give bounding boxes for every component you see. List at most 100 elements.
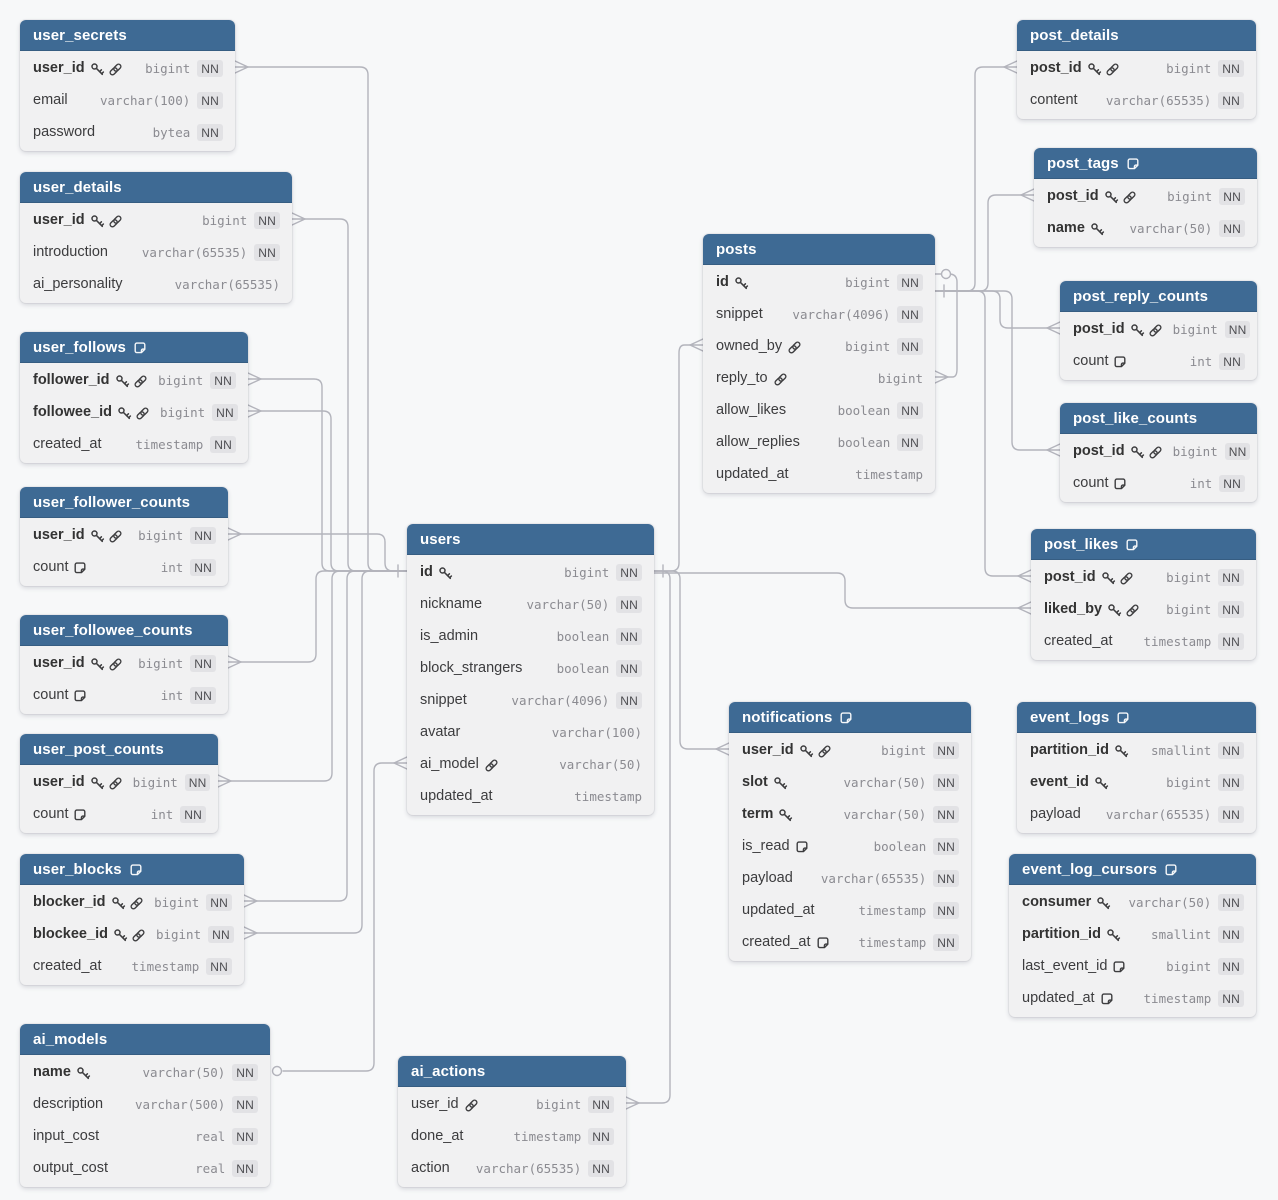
table-post_likes[interactable]: post_likes post_id bigint NN liked_by bi… <box>1031 529 1256 660</box>
table-header[interactable]: post_likes <box>1031 529 1256 560</box>
column-row-post_likes-created_at[interactable]: created_at timestamp NN <box>1031 625 1256 657</box>
column-row-event_logs-partition_id[interactable]: partition_id smallint NN <box>1017 734 1256 766</box>
table-header[interactable]: ai_models <box>20 1024 270 1055</box>
column-row-users-block_strangers[interactable]: block_strangers boolean NN <box>407 652 654 684</box>
table-header[interactable]: user_post_counts <box>20 734 218 765</box>
table-post_details[interactable]: post_details post_id bigint NN content v… <box>1017 20 1256 119</box>
column-row-ai_actions-done_at[interactable]: done_at timestamp NN <box>398 1120 626 1152</box>
table-user_post_counts[interactable]: user_post_counts user_id bigint NN count… <box>20 734 218 833</box>
column-row-event_logs-event_id[interactable]: event_id bigint NN <box>1017 766 1256 798</box>
column-row-user_post_counts-user_id[interactable]: user_id bigint NN <box>20 766 218 798</box>
column-row-event_log_cursors-partition_id[interactable]: partition_id smallint NN <box>1009 918 1256 950</box>
column-row-user_secrets-email[interactable]: email varchar(100) NN <box>20 84 235 116</box>
table-header[interactable]: post_like_counts <box>1060 403 1257 434</box>
table-notifications[interactable]: notifications user_id bigint NN slot var… <box>729 702 971 961</box>
column-row-post_details-content[interactable]: content varchar(65535) NN <box>1017 84 1256 116</box>
table-header[interactable]: user_blocks <box>20 854 244 885</box>
column-row-post_details-post_id[interactable]: post_id bigint NN <box>1017 52 1256 84</box>
column-row-user_details-ai_personality[interactable]: ai_personality varchar(65535) <box>20 268 292 300</box>
table-header[interactable]: event_logs <box>1017 702 1256 733</box>
column-row-user_secrets-password[interactable]: password bytea NN <box>20 116 235 148</box>
table-header[interactable]: ai_actions <box>398 1056 626 1087</box>
column-row-user_blocks-blockee_id[interactable]: blockee_id bigint NN <box>20 918 244 950</box>
column-row-user_blocks-created_at[interactable]: created_at timestamp NN <box>20 950 244 982</box>
table-user_follows[interactable]: user_follows follower_id bigint NN follo… <box>20 332 248 463</box>
column-row-notifications-created_at[interactable]: created_at timestamp NN <box>729 926 971 958</box>
table-post_tags[interactable]: post_tags post_id bigint NN name varchar… <box>1034 148 1257 247</box>
column-row-event_log_cursors-updated_at[interactable]: updated_at timestamp NN <box>1009 982 1256 1014</box>
column-row-users-nickname[interactable]: nickname varchar(50) NN <box>407 588 654 620</box>
table-header[interactable]: post_reply_counts <box>1060 281 1257 312</box>
table-header[interactable]: user_secrets <box>20 20 235 51</box>
table-header[interactable]: post_tags <box>1034 148 1257 179</box>
column-row-users-snippet[interactable]: snippet varchar(4096) NN <box>407 684 654 716</box>
column-row-user_secrets-user_id[interactable]: user_id bigint NN <box>20 52 235 84</box>
column-row-ai_actions-user_id[interactable]: user_id bigint NN <box>398 1088 626 1120</box>
column-row-event_log_cursors-consumer[interactable]: consumer varchar(50) NN <box>1009 886 1256 918</box>
column-row-post_like_counts-post_id[interactable]: post_id bigint NN <box>1060 435 1257 467</box>
table-user_secrets[interactable]: user_secrets user_id bigint NN email var… <box>20 20 235 151</box>
table-user_details[interactable]: user_details user_id bigint NN introduct… <box>20 172 292 303</box>
column-row-user_details-user_id[interactable]: user_id bigint NN <box>20 204 292 236</box>
column-row-notifications-updated_at[interactable]: updated_at timestamp NN <box>729 894 971 926</box>
table-header[interactable]: user_follows <box>20 332 248 363</box>
column-row-post_likes-liked_by[interactable]: liked_by bigint NN <box>1031 593 1256 625</box>
column-row-post_tags-post_id[interactable]: post_id bigint NN <box>1034 180 1257 212</box>
column-row-posts-allow_replies[interactable]: allow_replies boolean NN <box>703 426 935 458</box>
column-row-post_like_counts-count[interactable]: count int NN <box>1060 467 1257 499</box>
table-header[interactable]: notifications <box>729 702 971 733</box>
table-user_blocks[interactable]: user_blocks blocker_id bigint NN blockee… <box>20 854 244 985</box>
column-row-ai_models-input_cost[interactable]: input_cost real NN <box>20 1120 270 1152</box>
column-row-event_log_cursors-last_event_id[interactable]: last_event_id bigint NN <box>1009 950 1256 982</box>
column-row-notifications-is_read[interactable]: is_read boolean NN <box>729 830 971 862</box>
table-header[interactable]: users <box>407 524 654 555</box>
column-row-post_reply_counts-count[interactable]: count int NN <box>1060 345 1257 377</box>
column-row-notifications-slot[interactable]: slot varchar(50) NN <box>729 766 971 798</box>
column-row-user_follower_counts-count[interactable]: count int NN <box>20 551 228 583</box>
table-header[interactable]: user_details <box>20 172 292 203</box>
column-row-post_likes-post_id[interactable]: post_id bigint NN <box>1031 561 1256 593</box>
column-row-users-updated_at[interactable]: updated_at timestamp <box>407 780 654 812</box>
column-row-ai_models-output_cost[interactable]: output_cost real NN <box>20 1152 270 1184</box>
column-row-notifications-term[interactable]: term varchar(50) NN <box>729 798 971 830</box>
column-row-post_tags-name[interactable]: name varchar(50) NN <box>1034 212 1257 244</box>
column-row-post_reply_counts-post_id[interactable]: post_id bigint NN <box>1060 313 1257 345</box>
column-row-user_post_counts-count[interactable]: count int NN <box>20 798 218 830</box>
column-row-users-ai_model[interactable]: ai_model varchar(50) <box>407 748 654 780</box>
column-row-users-avatar[interactable]: avatar varchar(100) <box>407 716 654 748</box>
table-event_log_cursors[interactable]: event_log_cursors consumer varchar(50) N… <box>1009 854 1256 1017</box>
table-posts[interactable]: posts id bigint NN snippet varchar(4096)… <box>703 234 935 493</box>
column-row-user_followee_counts-count[interactable]: count int NN <box>20 679 228 711</box>
table-ai_actions[interactable]: ai_actions user_id bigint NN done_at tim… <box>398 1056 626 1187</box>
column-row-user_follows-followee_id[interactable]: followee_id bigint NN <box>20 396 248 428</box>
column-row-posts-owned_by[interactable]: owned_by bigint NN <box>703 330 935 362</box>
column-row-user_follows-created_at[interactable]: created_at timestamp NN <box>20 428 248 460</box>
column-row-posts-reply_to[interactable]: reply_to bigint <box>703 362 935 394</box>
table-user_follower_counts[interactable]: user_follower_counts user_id bigint NN c… <box>20 487 228 586</box>
table-header[interactable]: event_log_cursors <box>1009 854 1256 885</box>
column-row-user_details-introduction[interactable]: introduction varchar(65535) NN <box>20 236 292 268</box>
column-row-ai_models-name[interactable]: name varchar(50) NN <box>20 1056 270 1088</box>
column-row-user_follower_counts-user_id[interactable]: user_id bigint NN <box>20 519 228 551</box>
table-users[interactable]: users id bigint NN nickname varchar(50) … <box>407 524 654 815</box>
column-row-posts-id[interactable]: id bigint NN <box>703 266 935 298</box>
column-row-ai_actions-action[interactable]: action varchar(65535) NN <box>398 1152 626 1184</box>
column-row-users-id[interactable]: id bigint NN <box>407 556 654 588</box>
column-row-user_follows-follower_id[interactable]: follower_id bigint NN <box>20 364 248 396</box>
table-post_reply_counts[interactable]: post_reply_counts post_id bigint NN coun… <box>1060 281 1257 380</box>
table-ai_models[interactable]: ai_models name varchar(50) NN descriptio… <box>20 1024 270 1187</box>
table-event_logs[interactable]: event_logs partition_id smallint NN even… <box>1017 702 1256 833</box>
column-row-posts-updated_at[interactable]: updated_at timestamp <box>703 458 935 490</box>
column-row-posts-allow_likes[interactable]: allow_likes boolean NN <box>703 394 935 426</box>
table-header[interactable]: posts <box>703 234 935 265</box>
table-user_followee_counts[interactable]: user_followee_counts user_id bigint NN c… <box>20 615 228 714</box>
column-row-users-is_admin[interactable]: is_admin boolean NN <box>407 620 654 652</box>
column-row-notifications-payload[interactable]: payload varchar(65535) NN <box>729 862 971 894</box>
column-row-user_followee_counts-user_id[interactable]: user_id bigint NN <box>20 647 228 679</box>
column-row-user_blocks-blocker_id[interactable]: blocker_id bigint NN <box>20 886 244 918</box>
table-header[interactable]: user_followee_counts <box>20 615 228 646</box>
column-row-posts-snippet[interactable]: snippet varchar(4096) NN <box>703 298 935 330</box>
table-header[interactable]: post_details <box>1017 20 1256 51</box>
table-header[interactable]: user_follower_counts <box>20 487 228 518</box>
column-row-ai_models-description[interactable]: description varchar(500) NN <box>20 1088 270 1120</box>
